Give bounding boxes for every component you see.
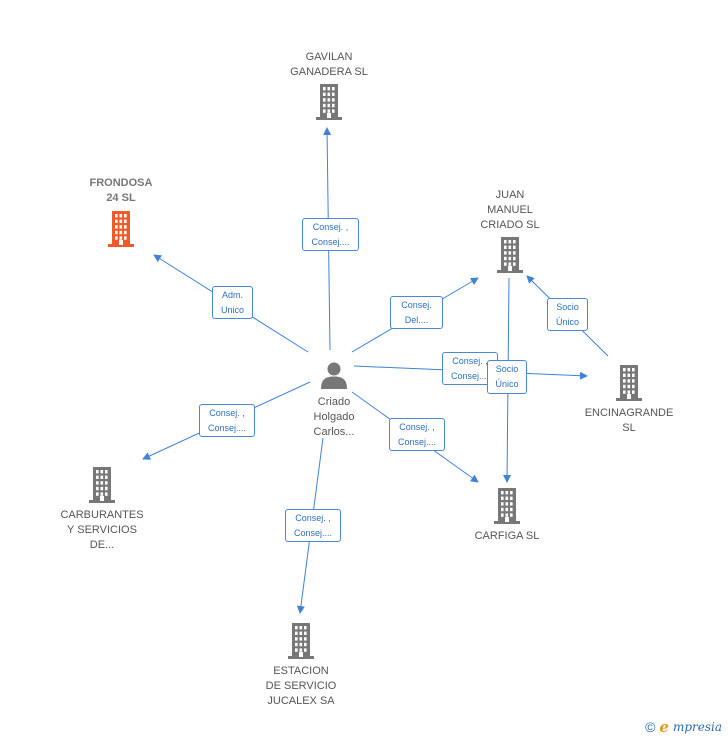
- building-icon[interactable]: [106, 211, 136, 252]
- building-icon[interactable]: [492, 488, 522, 529]
- edge-label-juan-carfiga[interactable]: Socio Único: [487, 360, 527, 394]
- edge-label-center-carfiga[interactable]: Consej. , Consej....: [389, 418, 445, 451]
- company-label-juan[interactable]: JUAN MANUEL CRIADO SL: [480, 189, 540, 231]
- edge-label-center-carburantes[interactable]: Consej. , Consej....: [199, 404, 255, 437]
- building-icon[interactable]: [614, 365, 644, 406]
- brand-logo-e: e: [659, 718, 669, 736]
- edge-label-encinagrande-juan[interactable]: Socio Único: [547, 298, 588, 331]
- person-icon[interactable]: [319, 360, 349, 390]
- center-person-label[interactable]: Criado Holgado Carlos...: [313, 396, 355, 438]
- brand-logo-text: mpresia: [672, 720, 722, 734]
- building-icon[interactable]: [87, 467, 117, 508]
- building-icon[interactable]: [495, 237, 525, 278]
- company-label-estacion[interactable]: ESTACION DE SERVICIO JUCALEX SA: [265, 665, 337, 707]
- edge-label-center-estacion[interactable]: Consej. , Consej....: [285, 509, 341, 542]
- company-label-carburantes[interactable]: CARBURANTES Y SERVICIOS DE...: [60, 509, 144, 551]
- company-label-carfiga[interactable]: CARFIGA SL: [474, 530, 540, 542]
- building-icon[interactable]: [286, 623, 316, 664]
- company-label-gavilan[interactable]: GAVILAN GANADERA SL: [290, 51, 368, 78]
- edge-label-center-juan[interactable]: Consej. Del....: [390, 296, 443, 329]
- edge-label-center-gavilan[interactable]: Consej. , Consej....: [302, 218, 359, 251]
- copyright-icon: ©: [645, 719, 656, 735]
- company-label-encinagrande[interactable]: ENCINAGRANDE SL: [584, 407, 674, 434]
- building-icon[interactable]: [314, 84, 344, 125]
- company-label-frondosa[interactable]: FRONDOSA 24 SL: [89, 177, 153, 204]
- edge-label-center-frondosa[interactable]: Adm. Unico: [212, 286, 253, 319]
